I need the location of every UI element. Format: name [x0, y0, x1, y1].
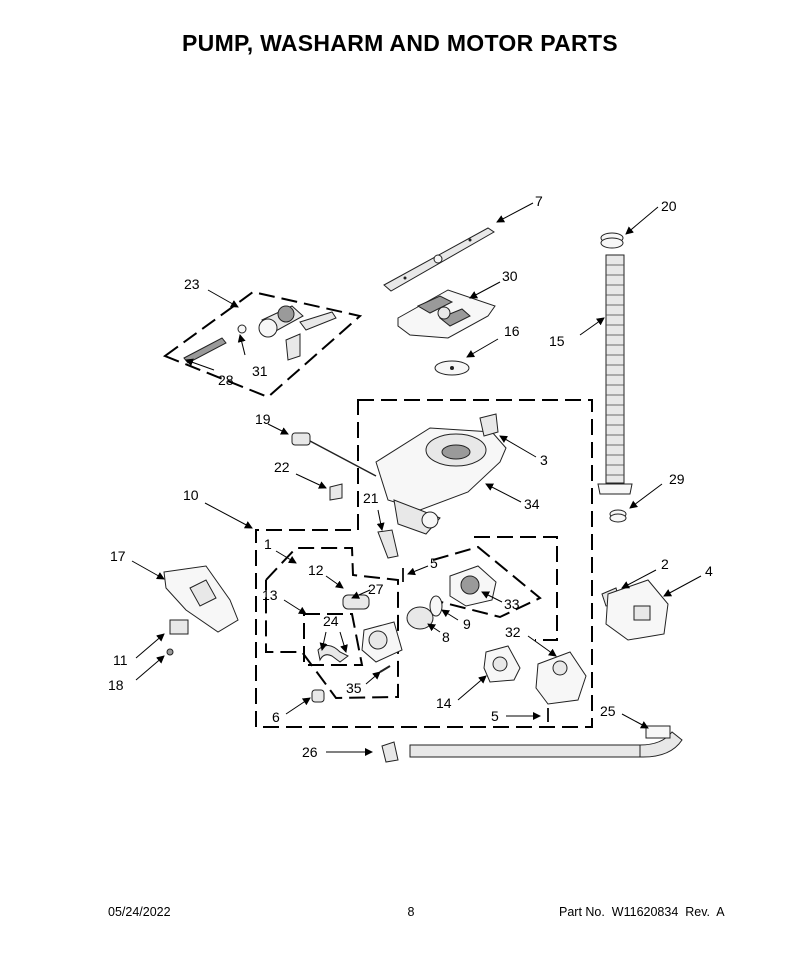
callout-34: 34 [524, 496, 540, 512]
part-28-spring [183, 337, 227, 364]
callout-21: 21 [363, 490, 379, 506]
motor-group-box [432, 545, 542, 619]
callout-7: 7 [535, 193, 543, 209]
drain-group-box [474, 536, 558, 641]
part-pump-housing [361, 621, 403, 663]
diverter-group-box [162, 290, 363, 399]
part-23-diverter-assembly [258, 305, 337, 361]
part-16-disk [434, 360, 470, 376]
callout-2: 2 [661, 556, 669, 572]
part-18-screw [166, 648, 174, 656]
callout-4: 4 [705, 563, 713, 579]
page-title: PUMP, WASHARM AND MOTOR PARTS [182, 30, 618, 56]
part-26-clip [381, 741, 399, 763]
part-4-bracket [605, 579, 669, 641]
callout-30: 30 [502, 268, 518, 284]
callout-5-lower: 5 [491, 708, 499, 724]
part-3-bracket [479, 413, 499, 437]
callout-31: 31 [252, 363, 268, 379]
callout-19: 19 [255, 411, 271, 427]
part-29-hose-clamp [609, 509, 627, 523]
callout-15: 15 [549, 333, 565, 349]
callout-17: 17 [110, 548, 126, 564]
part-6-fitting [311, 689, 325, 703]
callout-35: 35 [346, 680, 362, 696]
inner-pump-box [303, 613, 364, 666]
leader-arrows [131, 202, 702, 756]
part-9-seal [429, 595, 443, 617]
callout-27: 27 [368, 581, 384, 597]
callout-8: 8 [442, 629, 450, 645]
callout-22: 22 [274, 459, 290, 475]
callout-labels: 7 20 30 23 16 15 31 28 19 3 22 29 10 21 … [108, 193, 713, 760]
part-27-coupling [342, 594, 370, 610]
part-15-hose [597, 254, 633, 495]
callout-24: 24 [323, 613, 339, 629]
callout-16: 16 [504, 323, 520, 339]
callout-13: 13 [262, 587, 278, 603]
callout-5-upper: 5 [430, 555, 438, 571]
callout-26: 26 [302, 744, 318, 760]
callout-32: 32 [505, 624, 521, 640]
footer-page-number: 8 [407, 905, 415, 919]
part-25-drain-hose [409, 725, 683, 758]
callout-11: 11 [113, 652, 128, 668]
callout-28: 28 [218, 372, 234, 388]
callout-10: 10 [183, 487, 199, 503]
part-22-clip [329, 483, 343, 501]
callout-23: 23 [184, 276, 200, 292]
part-14-drain-pump [483, 645, 521, 683]
part-32-drain-housing [535, 651, 587, 705]
part-34-sump [375, 427, 507, 535]
part-20-hose-clamp [600, 232, 624, 249]
part-17-holder [163, 565, 239, 633]
footer-part-number: Part No. W11620834 Rev. A [559, 905, 725, 919]
part-30-filter-plate [397, 289, 496, 339]
callout-1: 1 [264, 536, 272, 552]
callout-33: 33 [504, 596, 520, 612]
footer-date: 05/24/2022 [108, 905, 171, 919]
part-8-impeller [406, 606, 434, 630]
part-31-clip [237, 324, 247, 334]
part-19-valve [291, 432, 377, 477]
callout-3: 3 [540, 452, 548, 468]
callout-18: 18 [108, 677, 124, 693]
part-7-wash-arm [383, 227, 495, 292]
part-21-bracket [377, 529, 399, 559]
callout-20: 20 [661, 198, 677, 214]
callout-25: 25 [600, 703, 616, 719]
sump-group-box [255, 399, 593, 728]
callout-14: 14 [436, 695, 452, 711]
callout-6: 6 [272, 709, 280, 725]
callout-29: 29 [669, 471, 685, 487]
part-35-screw [379, 665, 391, 673]
part-33-motor [449, 565, 497, 607]
callout-9: 9 [463, 616, 471, 632]
callout-12: 12 [308, 562, 324, 578]
part-11-sensor [169, 619, 189, 635]
